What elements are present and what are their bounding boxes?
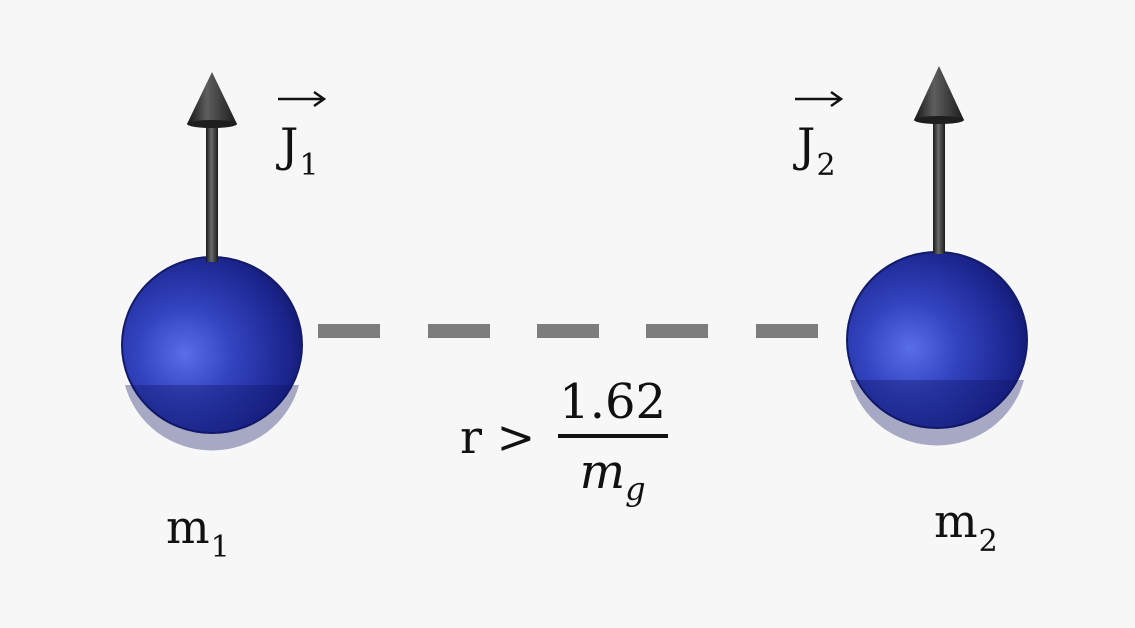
vector-subscript: 1	[299, 148, 319, 183]
vector-symbol: J	[797, 118, 816, 172]
formula-numerator: 1.62	[559, 374, 667, 430]
mass-symbol: m	[934, 494, 978, 548]
sphere-m1	[121, 256, 303, 451]
sphere-m2	[846, 251, 1028, 446]
separation-dashed-line	[318, 324, 818, 338]
fraction-bar	[557, 434, 668, 438]
vector-label-j1: J1	[278, 90, 327, 183]
mass-label-m1: m1	[166, 500, 230, 565]
formula-lhs: r >	[460, 410, 536, 464]
mass-symbol: m	[166, 500, 210, 554]
mass-label-m2: m2	[934, 494, 998, 559]
formula-denominator: mg	[580, 438, 646, 505]
angular-momentum-arrow-2	[914, 66, 964, 254]
separation-condition-formula: r > 1.62 mg	[460, 374, 672, 505]
formula-fraction: 1.62 mg	[553, 374, 672, 505]
vector-label-j2: J2	[795, 90, 844, 183]
mass-subscript: 2	[978, 524, 998, 559]
denominator-symbol: m	[579, 444, 626, 500]
mass-subscript: 1	[210, 530, 230, 565]
vector-arrow-icon	[278, 90, 327, 108]
vector-subscript: 2	[816, 148, 836, 183]
denominator-subscript: g	[625, 470, 646, 508]
vector-arrow-icon	[795, 90, 844, 108]
vector-symbol: J	[280, 118, 299, 172]
angular-momentum-arrow-1	[187, 72, 237, 262]
